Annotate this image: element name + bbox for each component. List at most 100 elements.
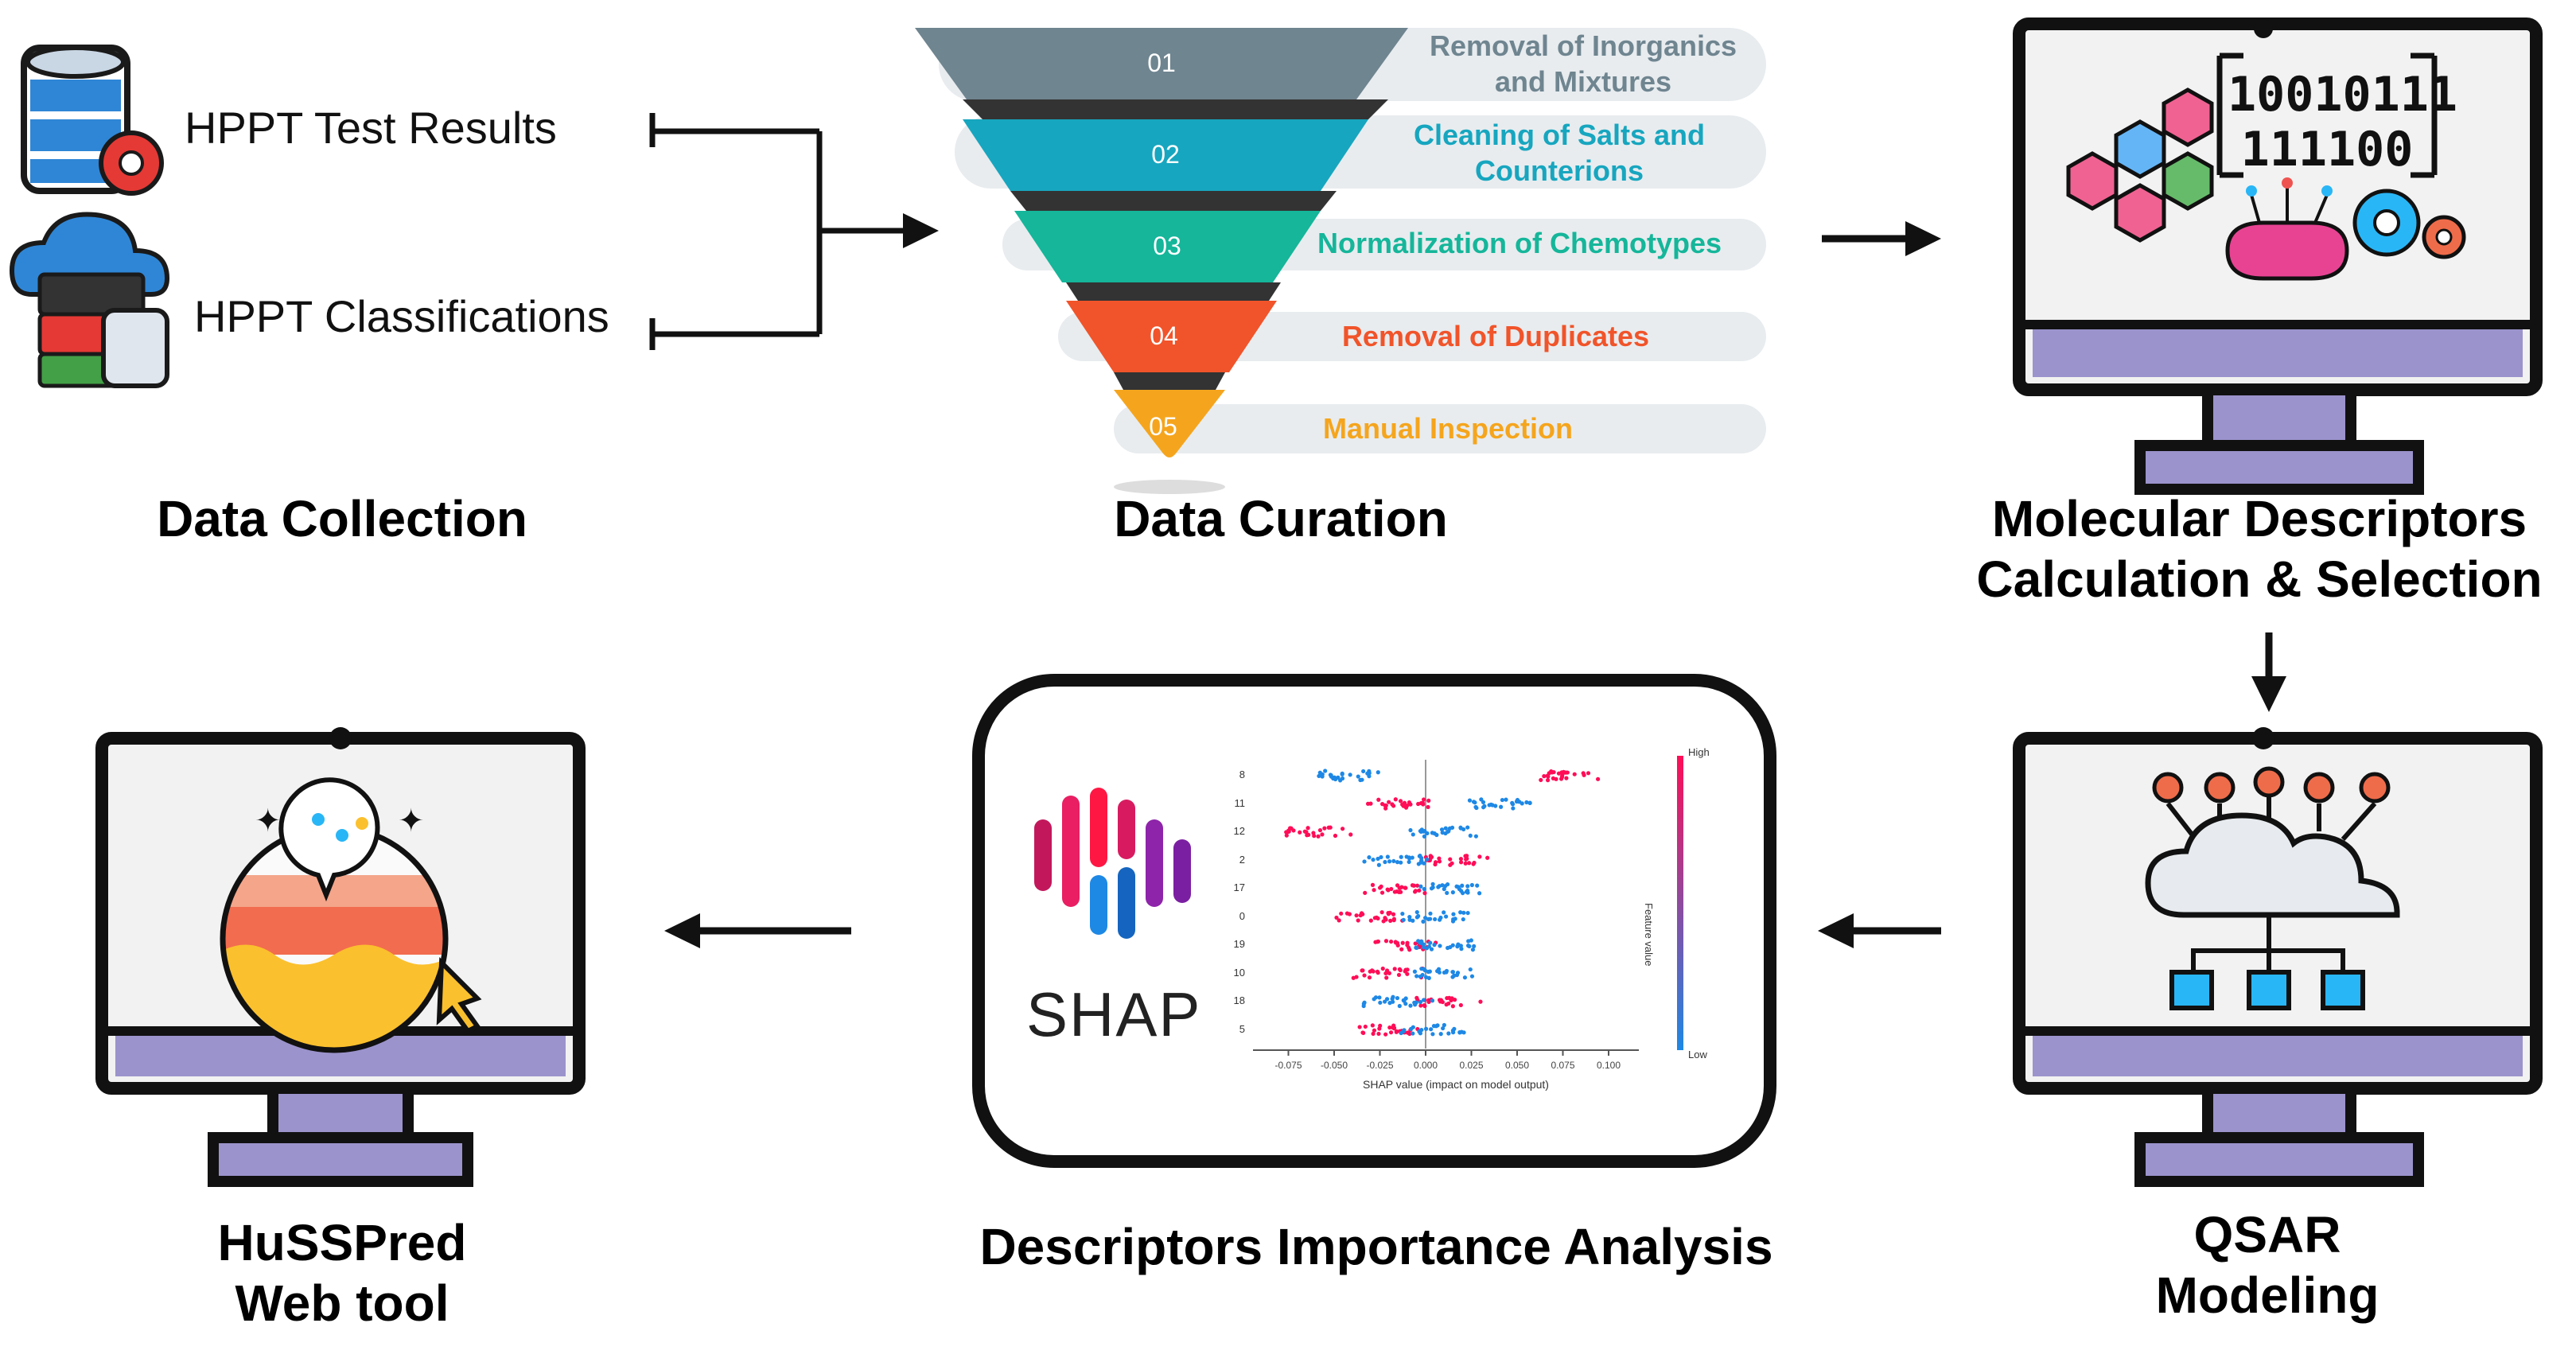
shap-point bbox=[1451, 912, 1456, 916]
label-line: HuSSPred bbox=[217, 1214, 467, 1271]
shap-point bbox=[1378, 1023, 1383, 1028]
shap-point bbox=[1527, 800, 1532, 806]
collection-connector bbox=[649, 113, 907, 350]
shap-point bbox=[1397, 885, 1402, 890]
shap-point bbox=[1383, 971, 1388, 976]
shap-point bbox=[1398, 889, 1403, 894]
shap-point bbox=[1379, 890, 1385, 895]
shap-point bbox=[1433, 860, 1438, 865]
shap-point bbox=[1340, 772, 1344, 776]
shap-point bbox=[1363, 890, 1368, 895]
shap-point bbox=[1430, 881, 1435, 886]
shap-point bbox=[1445, 890, 1449, 896]
shap-point bbox=[1408, 827, 1413, 833]
shap-point bbox=[1472, 860, 1477, 866]
shap-point bbox=[1337, 918, 1341, 923]
shap-point bbox=[1322, 826, 1327, 831]
shap-point bbox=[1458, 860, 1464, 865]
shap-logo-icon bbox=[1034, 788, 1191, 939]
shap-point bbox=[1475, 883, 1480, 888]
shap-point bbox=[1414, 974, 1419, 979]
shap-point bbox=[1389, 939, 1394, 944]
shap-point bbox=[1443, 884, 1448, 889]
shap-point bbox=[1477, 891, 1482, 896]
shap-point bbox=[1428, 916, 1433, 921]
shap-point bbox=[1407, 1031, 1412, 1037]
shap-point bbox=[1401, 1029, 1406, 1033]
shap-point bbox=[1371, 969, 1376, 974]
feature-label: 18 bbox=[1233, 994, 1245, 1006]
shap-point bbox=[1414, 909, 1419, 915]
shap-point bbox=[1414, 883, 1420, 888]
shap-point bbox=[1368, 918, 1373, 923]
shap-point bbox=[1432, 943, 1437, 948]
shap-point bbox=[1465, 884, 1470, 889]
shap-point bbox=[1378, 1000, 1383, 1005]
shap-point bbox=[1470, 948, 1476, 952]
shap-point bbox=[1481, 800, 1486, 804]
importance-label: Descriptors Importance Analysis bbox=[979, 1218, 1773, 1275]
shap-point bbox=[1377, 995, 1382, 1000]
shap-point bbox=[1456, 942, 1461, 947]
shap-point bbox=[1561, 771, 1566, 776]
descriptors-label: Molecular Descriptors Calculation & Sele… bbox=[1941, 489, 2576, 609]
curation-step-3: Normalization of Chemotypes bbox=[1297, 225, 1742, 261]
step-number: 02 bbox=[1151, 140, 1180, 169]
shap-point bbox=[1446, 1031, 1451, 1036]
step-line: Counterions bbox=[1475, 154, 1644, 187]
shap-point bbox=[1354, 975, 1359, 979]
shap-point bbox=[1443, 914, 1449, 919]
shap-point bbox=[1424, 946, 1430, 951]
shap-point bbox=[1408, 802, 1413, 807]
shap-point bbox=[1485, 855, 1490, 860]
shap-point bbox=[1545, 778, 1551, 783]
shap-point bbox=[1372, 1028, 1377, 1033]
webtool-label: HuSSPred Web tool bbox=[143, 1213, 541, 1333]
shap-point bbox=[1499, 804, 1504, 809]
shap-point bbox=[1564, 776, 1569, 780]
shap-point bbox=[1396, 972, 1402, 978]
shap-point bbox=[1477, 854, 1482, 859]
shap-point bbox=[1362, 859, 1367, 864]
label-line: Web tool bbox=[235, 1274, 449, 1332]
shap-point bbox=[1384, 997, 1390, 1002]
shap-point bbox=[1387, 971, 1391, 975]
shap-point bbox=[1415, 801, 1421, 807]
shap-point bbox=[1399, 854, 1403, 859]
shap-point bbox=[1403, 996, 1408, 1001]
shap-point bbox=[1493, 804, 1498, 808]
shap-point bbox=[1400, 940, 1405, 945]
shap-point bbox=[1348, 772, 1352, 777]
shap-point bbox=[1473, 800, 1477, 805]
shap-point bbox=[1449, 861, 1454, 866]
shap-point bbox=[1474, 805, 1479, 811]
shap-point bbox=[1452, 1026, 1457, 1031]
shap-point bbox=[1370, 1023, 1375, 1028]
shap-point bbox=[1472, 944, 1477, 948]
shap-point bbox=[1407, 948, 1412, 952]
shap-point bbox=[1510, 802, 1516, 807]
shap-point bbox=[1457, 1030, 1462, 1035]
shap-point bbox=[1441, 1025, 1446, 1031]
shap-point bbox=[1348, 832, 1353, 837]
shap-point bbox=[1376, 971, 1380, 975]
descriptors-monitor bbox=[2013, 18, 2543, 495]
label-line: Molecular Descriptors bbox=[1991, 490, 2527, 547]
shap-point bbox=[1400, 911, 1405, 916]
shap-point bbox=[1418, 884, 1423, 889]
shap-point bbox=[1469, 974, 1475, 979]
feature-label: 0 bbox=[1239, 909, 1245, 922]
shap-point bbox=[1317, 827, 1323, 833]
shap-point bbox=[1463, 861, 1468, 866]
step-number: 04 bbox=[1150, 321, 1178, 350]
step-line: Removal of Inorganics bbox=[1429, 29, 1737, 62]
shap-point bbox=[1439, 827, 1445, 832]
shap-point bbox=[1358, 913, 1363, 918]
shap-point bbox=[1417, 854, 1422, 858]
shap-point bbox=[1449, 996, 1454, 1001]
shap-point bbox=[1383, 917, 1388, 922]
shap-point bbox=[1432, 831, 1437, 836]
shap-point bbox=[1361, 769, 1366, 774]
qsar-monitor bbox=[2013, 727, 2543, 1187]
